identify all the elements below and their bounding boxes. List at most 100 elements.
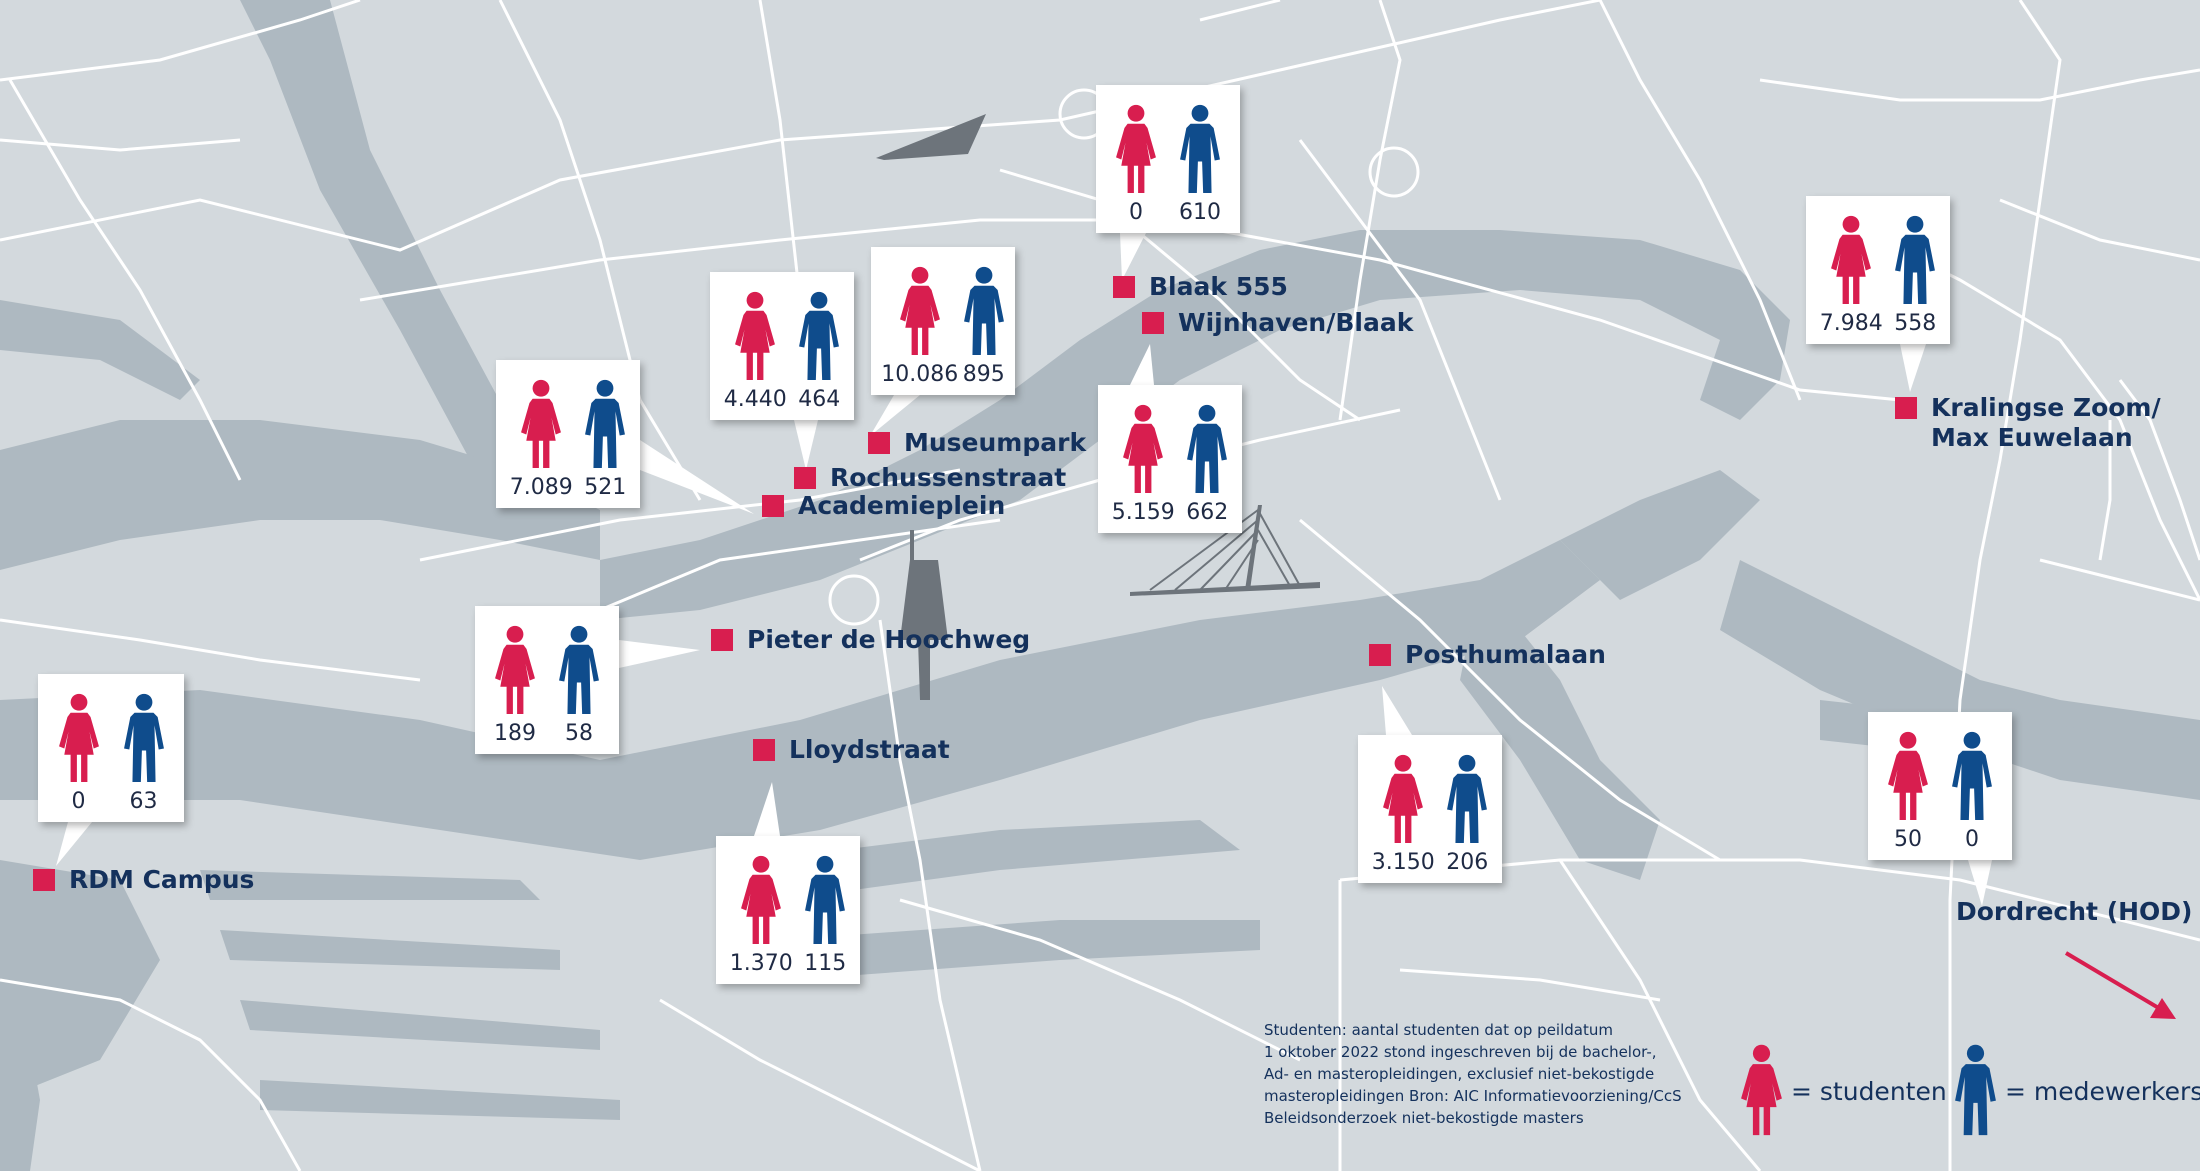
staff-count-group: 115 <box>804 855 846 976</box>
location-posthumalaan[interactable]: Posthumalaan <box>1369 640 1606 670</box>
staff-count: 63 <box>129 789 158 814</box>
students-count: 189 <box>494 721 536 746</box>
students-count: 7.089 <box>509 475 573 500</box>
location-rdm-campus[interactable]: RDM Campus <box>33 865 254 895</box>
location-label: Blaak 555 <box>1149 272 1288 301</box>
female-figure-icon <box>1116 104 1156 194</box>
staff-count: 0 <box>1965 827 1979 852</box>
location-label: Dordrecht (HOD) <box>1956 897 2193 926</box>
male-figure-icon <box>1187 404 1228 494</box>
staff-count: 610 <box>1179 200 1221 225</box>
location-label: Academieplein <box>798 491 1006 520</box>
students-count: 10.086 <box>881 362 959 387</box>
staff-count-group: 0 <box>1951 731 1993 852</box>
staff-count-group: 464 <box>798 291 840 412</box>
staff-count: 521 <box>584 475 627 500</box>
location-callout-pieter-de-hoochweg: 189 58 <box>475 606 619 754</box>
female-figure-icon <box>495 625 535 715</box>
location-kralingse-zoom[interactable]: Kralingse Zoom/ Max Euwelaan <box>1895 393 2161 453</box>
location-wijnhaven-blaak[interactable]: Wijnhaven/Blaak <box>1142 308 1413 338</box>
location-label: RDM Campus <box>69 865 255 894</box>
location-label: Rochussenstraat <box>830 463 1067 492</box>
staff-count-group: 662 <box>1186 404 1228 525</box>
staff-count-group: 58 <box>558 625 600 746</box>
male-figure-icon <box>1954 1044 1997 1138</box>
legend-students-label: = studenten <box>1791 1076 1947 1106</box>
staff-count-group: 206 <box>1446 754 1488 875</box>
location-lloydstraat[interactable]: Lloydstraat <box>753 735 950 765</box>
female-figure-icon <box>1741 1044 1782 1136</box>
staff-count: 206 <box>1446 850 1489 875</box>
square-marker-icon <box>1895 397 1917 419</box>
square-marker-icon <box>1369 644 1391 666</box>
location-callout-academieplein: 7.089 521 <box>496 360 640 508</box>
students-count: 0 <box>1129 200 1143 225</box>
footnote-text: Studenten: aantal studenten dat op peild… <box>1264 1021 1682 1127</box>
female-figure-icon <box>741 855 782 945</box>
male-figure-icon <box>1895 215 1936 305</box>
male-figure-icon <box>805 855 846 945</box>
location-academieplein[interactable]: Academieplein <box>762 491 1005 521</box>
female-figure-icon <box>521 379 562 469</box>
location-rochussenstraat[interactable]: Rochussenstraat <box>794 463 1066 493</box>
female-figure-icon <box>899 266 940 356</box>
location-label: Kralingse Zoom/ Max Euwelaan <box>1931 393 2161 452</box>
location-callout-posthumalaan: 3.150 206 <box>1358 735 1502 883</box>
male-figure-icon <box>799 291 840 381</box>
location-callout-lloydstraat: 1.370 115 <box>716 836 860 984</box>
location-blaak-555[interactable]: Blaak 555 <box>1113 272 1288 302</box>
square-marker-icon <box>711 629 733 651</box>
male-figure-icon <box>585 379 626 469</box>
staff-count-group: 610 <box>1179 104 1221 225</box>
female-figure-icon <box>1740 1044 1783 1138</box>
staff-count: 662 <box>1186 500 1229 525</box>
location-callout-blaak-555: 0 610 <box>1096 85 1240 233</box>
location-museumpark[interactable]: Museumpark <box>868 428 1086 458</box>
female-figure-icon <box>1888 731 1928 821</box>
location-callout-dordrecht: 50 0 <box>1868 712 2012 860</box>
students-count: 50 <box>1894 827 1922 852</box>
staff-count-group: 558 <box>1894 215 1936 336</box>
students-count-group: 7.984 <box>1820 215 1883 336</box>
square-marker-icon <box>868 432 890 454</box>
location-label: Pieter de Hoochweg <box>747 625 1031 654</box>
staff-count: 895 <box>962 362 1005 387</box>
location-callout-kralingse-zoom: 7.984 558 <box>1806 196 1950 344</box>
square-marker-icon <box>753 739 775 761</box>
students-count-group: 189 <box>494 625 536 746</box>
location-callout-rochussenstraat: 4.440 464 <box>710 272 854 420</box>
students-count: 3.150 <box>1371 850 1435 875</box>
location-pieter-de-hoochweg[interactable]: Pieter de Hoochweg <box>711 625 1030 655</box>
students-count-group: 0 <box>58 693 100 814</box>
female-figure-icon <box>1831 215 1872 305</box>
location-dordrecht[interactable]: Dordrecht (HOD) <box>1956 897 2193 927</box>
square-marker-icon <box>794 467 816 489</box>
square-marker-icon <box>762 495 784 517</box>
female-figure-icon <box>1383 754 1424 844</box>
male-figure-icon <box>123 693 164 783</box>
legend-staff: = medewerkers <box>1954 1044 2200 1138</box>
location-label: Museumpark <box>904 428 1087 457</box>
legend-staff-label: = medewerkers <box>2005 1076 2200 1106</box>
square-marker-icon <box>1142 312 1164 334</box>
location-callout-rdm-campus: 0 63 <box>38 674 184 822</box>
location-label: Posthumalaan <box>1405 640 1606 669</box>
square-marker-icon <box>1113 276 1135 298</box>
female-figure-icon <box>58 693 99 783</box>
staff-count-group: 895 <box>963 266 1005 387</box>
students-count-group: 4.440 <box>724 291 787 412</box>
staff-count-group: 521 <box>584 379 626 500</box>
staff-count-group: 63 <box>123 693 165 814</box>
students-count: 4.440 <box>723 387 787 412</box>
male-figure-icon <box>559 625 599 715</box>
square-marker-icon <box>33 869 55 891</box>
students-count-group: 7.089 <box>510 379 573 500</box>
female-figure-icon <box>1123 404 1164 494</box>
male-figure-icon <box>963 266 1004 356</box>
students-count-group: 1.370 <box>730 855 793 976</box>
students-count-group: 10.086 <box>881 266 958 387</box>
